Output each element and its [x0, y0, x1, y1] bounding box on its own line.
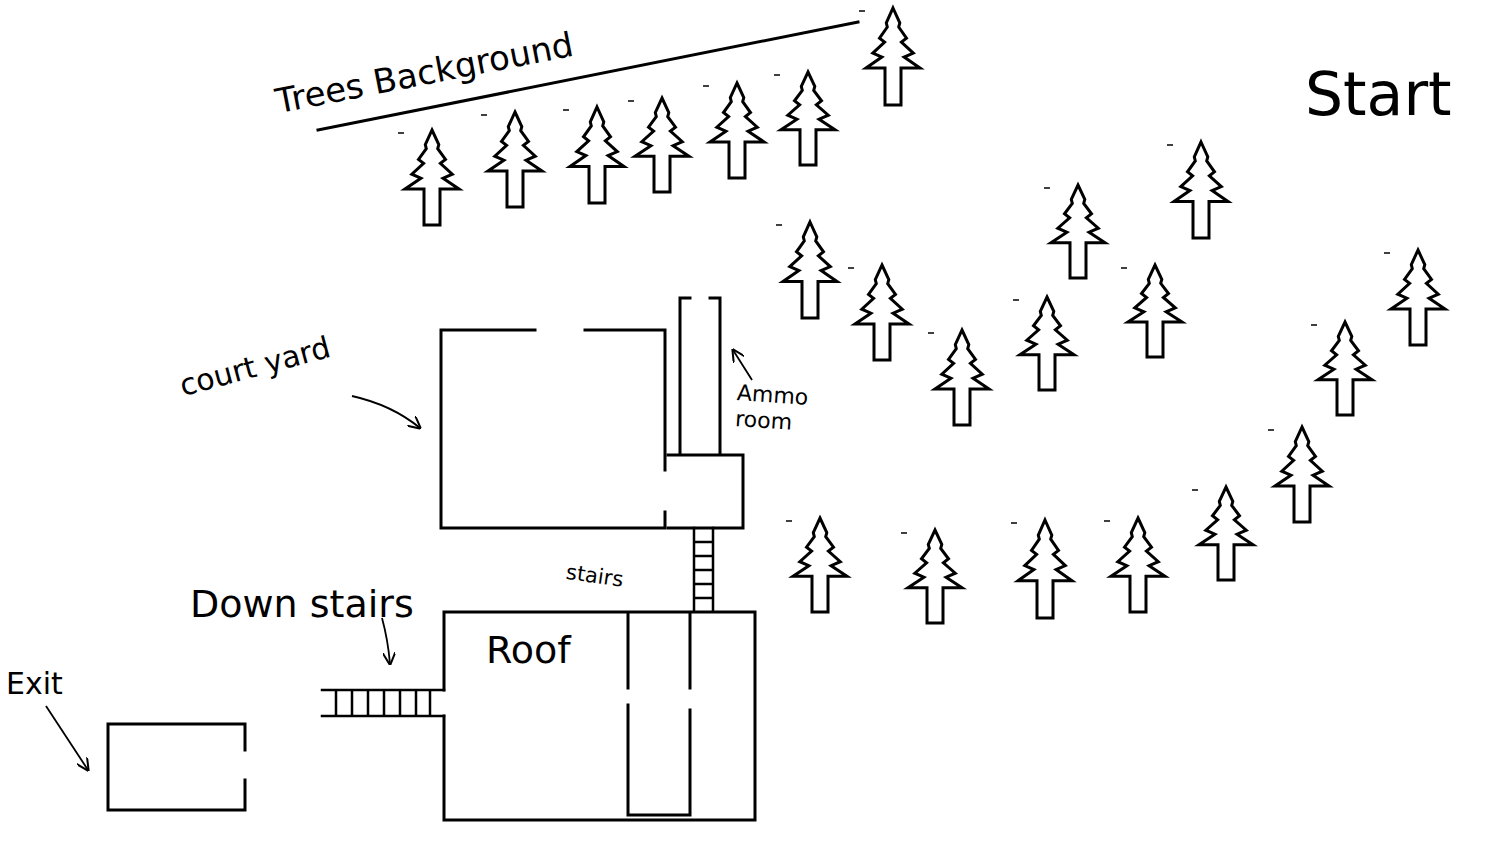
pine-tree	[1275, 427, 1329, 522]
tree-tick	[703, 85, 709, 87]
pine-tree	[1318, 322, 1372, 415]
tree-tick	[1192, 489, 1198, 491]
tree-tick	[481, 114, 487, 116]
pine-tree	[1020, 297, 1074, 390]
ammo-room-label: Ammo room	[734, 380, 808, 438]
leader-arrow	[352, 396, 420, 428]
pine-tree	[405, 130, 459, 225]
pine-tree	[1199, 487, 1253, 580]
tree-tick	[563, 109, 569, 111]
pine-tree	[1128, 265, 1182, 357]
tree-tick	[1121, 267, 1127, 269]
room-name: Roof	[486, 628, 586, 672]
leader-arrow	[46, 706, 88, 770]
tree-tick	[1311, 324, 1317, 326]
courtyard-label: court yard	[176, 329, 335, 404]
pine-tree	[1018, 520, 1072, 618]
pine-tree	[570, 107, 624, 203]
tree-tick	[774, 74, 780, 76]
tree-tick	[1011, 522, 1017, 524]
tree-tick	[398, 132, 404, 134]
tree-tick	[1104, 520, 1110, 522]
down-stairs-label: Down stairs	[190, 582, 414, 628]
pine-tree	[781, 72, 835, 165]
tree-tick	[628, 100, 634, 102]
pine-tree	[710, 83, 764, 178]
start-label: Start	[1305, 58, 1452, 130]
exit-walls	[108, 724, 245, 810]
leader-arrow	[733, 350, 752, 380]
pine-tree	[793, 518, 847, 612]
pine-tree	[635, 98, 689, 192]
tree-tick	[776, 224, 782, 226]
down-stairs-symbol	[322, 690, 444, 716]
pine-tree	[866, 8, 920, 105]
pine-tree	[1111, 518, 1165, 612]
background-label: Trees Background	[272, 24, 576, 122]
courtyard-walls	[441, 330, 665, 528]
tree-tick	[1167, 144, 1173, 146]
pine-tree	[1391, 250, 1445, 345]
pine-tree	[1051, 185, 1105, 278]
pine-tree	[1174, 142, 1228, 238]
tree-tick	[1013, 299, 1019, 301]
tree-tick	[1044, 187, 1050, 189]
tree-tick	[786, 520, 792, 522]
roof-area: Roof	[446, 614, 626, 818]
roof-walls	[444, 612, 755, 820]
pine-tree	[855, 265, 909, 360]
tree-tick	[848, 267, 854, 269]
tree-tick	[1268, 429, 1274, 431]
pine-tree	[908, 530, 962, 623]
pine-tree	[783, 222, 837, 318]
stairs-label: stairs	[564, 560, 624, 593]
ammo-room-walls	[668, 298, 743, 528]
stairs-symbol	[694, 528, 713, 610]
tree-tick	[928, 332, 934, 334]
tree-tick	[859, 10, 865, 12]
pine-tree	[935, 330, 989, 425]
exit-label: Exit	[6, 666, 63, 702]
pine-tree	[488, 112, 542, 207]
tree-tick	[901, 532, 907, 534]
tree-tick	[1384, 252, 1390, 254]
